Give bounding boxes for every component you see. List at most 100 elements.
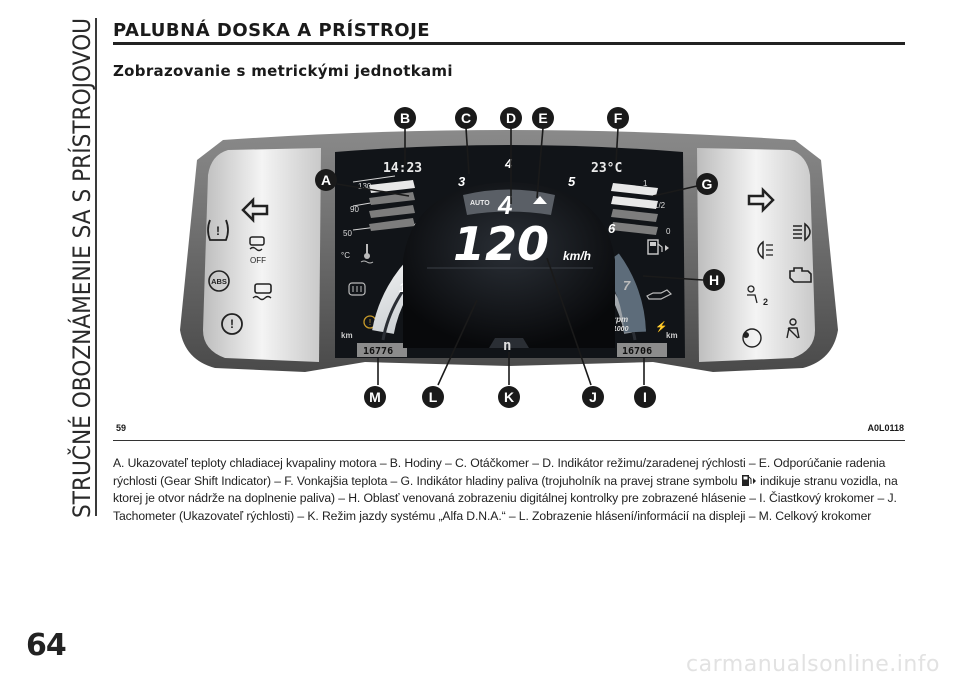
- battery-icon: ⚡: [655, 320, 667, 333]
- heading-rule: [113, 42, 905, 45]
- callout-G: G: [696, 173, 718, 195]
- rpm-tick-1: 1: [399, 280, 406, 295]
- high-beam-icon: [793, 222, 811, 242]
- callout-J: J: [582, 386, 604, 408]
- rpm-tick-3: 3: [458, 174, 466, 189]
- inner-display: [403, 182, 615, 348]
- outside-temp-readout: 23°C: [591, 161, 622, 176]
- gear-readout: 4: [497, 190, 513, 220]
- rpm-multiplier: x1000: [608, 326, 629, 333]
- traction-control-icon: [252, 283, 272, 301]
- page-number: 64: [26, 628, 67, 663]
- coolant-tick-130: 130: [358, 182, 372, 191]
- svg-text:C: C: [461, 110, 471, 126]
- caption-part2: indikuje stranu vozidla, na ktorej je ot…: [113, 473, 898, 524]
- fuel-pump-icon: [741, 474, 756, 486]
- callout-L: L: [422, 386, 444, 408]
- trip-odometer-box: [617, 343, 667, 357]
- speed-unit: km/h: [563, 249, 591, 263]
- right-warning-panel: [697, 148, 815, 362]
- callout-D: D: [500, 107, 522, 129]
- instrument-cluster-figure: ! OFF ABS !: [113, 100, 905, 440]
- figure-caption: A. Ukazovateľ teploty chladiacej kvapali…: [113, 455, 908, 526]
- dna-mode-readout: n: [503, 338, 511, 354]
- fuel-tick-empty: 0: [666, 227, 671, 236]
- coolant-thermometer-icon: [360, 244, 374, 264]
- rpm-tick-4: 4: [504, 156, 513, 171]
- callout-E: E: [532, 107, 554, 129]
- svg-text:I: I: [643, 389, 647, 405]
- section-subheading: Zobrazovanie s metrickými jednotkami: [113, 62, 453, 80]
- coolant-tick-50: 50: [343, 229, 352, 238]
- callout-M: M: [364, 386, 386, 408]
- callout-C: C: [455, 107, 477, 129]
- svg-text:M: M: [369, 389, 381, 405]
- fog-light-icon: [757, 240, 773, 260]
- svg-text:B: B: [400, 110, 410, 126]
- side-title-text: STRUČNÉ OBOZNÁMENIE SA S PRÍSTROJOVOU: [66, 18, 96, 518]
- side-title: STRUČNÉ OBOZNÁMENIE SA S PRÍSTROJOVOU: [18, 0, 98, 686]
- watermark: carmanualsonline.info: [686, 652, 940, 677]
- svg-text:E: E: [538, 110, 547, 126]
- figure-number: 59: [116, 423, 127, 433]
- callout-A: A: [315, 169, 337, 191]
- trip-odometer-readout: 16706: [622, 346, 652, 357]
- callout-I: I: [634, 386, 656, 408]
- left-warning-panel: [203, 148, 321, 362]
- figure-code: A0L0118: [867, 423, 904, 433]
- km-label-left: km: [341, 331, 353, 340]
- svg-text:2: 2: [763, 297, 768, 307]
- coolant-tick-90: 90: [350, 205, 359, 214]
- rpm-label: rpm: [613, 315, 628, 324]
- total-odometer-readout: 16776: [363, 346, 393, 357]
- km-label-right: km: [666, 331, 678, 340]
- turn-right-arrow-icon: [747, 186, 775, 214]
- rpm-tick-7: 7: [623, 278, 631, 293]
- callout-H: H: [703, 269, 725, 291]
- abs-icon: ABS: [208, 270, 230, 292]
- svg-text:J: J: [589, 389, 597, 405]
- svg-text:K: K: [504, 389, 514, 405]
- gear-mode-label: AUTO: [470, 200, 490, 207]
- engine-check-icon: [789, 267, 812, 283]
- svg-text:L: L: [429, 389, 438, 405]
- svg-text:A: A: [321, 172, 331, 188]
- callout-K: K: [498, 386, 520, 408]
- abs-label: ABS: [211, 277, 227, 286]
- airbag-off-icon: 2: [747, 285, 768, 307]
- seatbelt-icon: [786, 318, 800, 339]
- speed-readout: 120: [453, 217, 549, 271]
- rpm-tick-6: 6: [608, 221, 616, 236]
- rear-defrost-icon: [348, 282, 366, 296]
- airbag-icon: [742, 328, 762, 348]
- svg-text:!: !: [369, 318, 371, 327]
- svg-text:G: G: [702, 176, 713, 192]
- section-heading: PALUBNÁ DOSKA A PRÍSTROJE: [113, 20, 431, 41]
- esc-off-icon: OFF: [249, 236, 266, 265]
- caption-part1: A. Ukazovateľ teploty chladiacej kvapali…: [113, 456, 886, 488]
- fuel-pump-icon: [647, 239, 669, 255]
- oil-pressure-icon: [646, 289, 673, 300]
- svg-text:H: H: [709, 272, 719, 288]
- fuel-tick-full: 1: [643, 179, 648, 188]
- svg-text:!: !: [230, 317, 234, 331]
- tire-pressure-icon: !: [207, 219, 229, 241]
- fuel-tick-half: 1/2: [654, 201, 666, 210]
- callout-B: B: [394, 107, 416, 129]
- dna-mode-tab: [489, 338, 529, 348]
- brake-warning-icon: !: [221, 313, 243, 335]
- gear-shift-up-arrow-icon: [533, 196, 547, 204]
- instrument-cluster-svg: ! OFF ABS !: [180, 107, 838, 408]
- callout-F: F: [607, 107, 629, 129]
- svg-text:!: !: [216, 224, 220, 238]
- turn-left-arrow-icon: [241, 196, 269, 224]
- gear-indicator-plate: [463, 189, 555, 215]
- coolant-temp-gauge: 130 90 50 °C: [341, 175, 415, 264]
- rpm-tick-5: 5: [568, 174, 576, 189]
- side-rule: [95, 18, 97, 516]
- figure-rule: [113, 440, 905, 441]
- svg-text:⚡: ⚡: [655, 320, 667, 333]
- svg-text:F: F: [614, 110, 623, 126]
- coolant-unit: °C: [341, 251, 350, 260]
- esc-off-label: OFF: [250, 256, 266, 265]
